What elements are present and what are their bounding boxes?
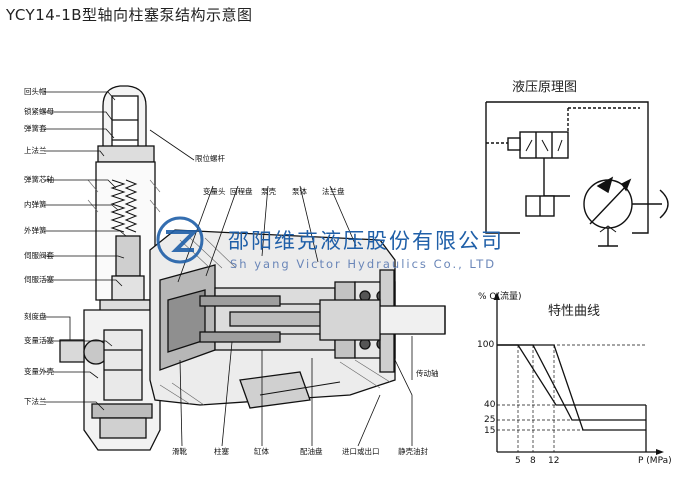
hydraulic-schematic	[485, 101, 669, 247]
label-limit-screw: 限位螺杆	[195, 154, 225, 163]
label-inlet-outlet: 进口或出口	[342, 447, 380, 456]
curve-xtick-5: 5	[515, 456, 521, 466]
label-outer-spring: 外弹簧	[24, 226, 47, 235]
leader-lines-top	[149, 129, 357, 283]
label-pump-body: 泵体	[292, 187, 307, 196]
page-title: YCY14-1B型轴向柱塞泵结构示意图	[6, 6, 253, 24]
curve-ytick-40: 40	[484, 400, 496, 410]
pump-top-assembly	[95, 85, 156, 321]
label-slipper: 滑靴	[172, 447, 187, 456]
pump-body	[149, 229, 446, 409]
label-variable-piston: 变量活塞	[24, 336, 54, 345]
label-upper-flange: 上法兰	[24, 146, 47, 155]
label-shaft-seal: 静壳油封	[398, 447, 428, 456]
label-variable-head: 变量头	[203, 187, 226, 196]
curve-xtick-8: 8	[530, 456, 536, 466]
label-return-plate: 回程盘	[230, 187, 253, 196]
leader-lines-bottom	[179, 336, 413, 447]
curve-ytick-15: 15	[484, 426, 496, 436]
control-housing	[59, 309, 161, 451]
label-cap: 回头帽	[24, 87, 47, 96]
leader-lines-left	[44, 91, 127, 411]
label-variable-housing: 变量外壳	[24, 367, 54, 376]
characteristic-curve	[494, 292, 664, 455]
label-lock-nut: 锁紧螺母	[24, 107, 54, 116]
label-lower-flange: 下法兰	[24, 397, 47, 406]
label-valve-plate: 配油盘	[300, 447, 323, 456]
curve-xtick-12: 12	[548, 456, 560, 466]
label-spring-mandrel: 弹簧芯轴	[24, 175, 54, 184]
label-dial: 刻度盘	[24, 312, 47, 321]
curve-ytick-100: 100	[477, 340, 495, 350]
curve-title: 特性曲线	[548, 304, 601, 319]
label-plunger: 柱塞	[214, 447, 229, 456]
company-logo	[156, 216, 204, 264]
label-flange-plate: 法兰盘	[322, 187, 345, 196]
label-pump-shell: 泵壳	[261, 187, 276, 196]
label-drive-shaft: 传动轴	[416, 369, 439, 378]
schematic-title: 液压原理图	[512, 80, 578, 95]
hatching	[87, 179, 391, 406]
label-cylinder: 缸体	[254, 447, 269, 456]
curve-ytick-25: 25	[484, 415, 496, 425]
curve-ylabel: % Q(流量)	[478, 292, 522, 302]
watermark-company-cn: 邵阳维克液压股份有限公司	[228, 229, 504, 253]
label-servo-piston: 伺服活塞	[24, 275, 54, 284]
label-servo-valve-sleeve: 伺服阀套	[24, 251, 54, 260]
watermark-company-en: Sh yang Victor Hydraulics Co., LTD	[230, 257, 497, 271]
label-spring-sleeve: 弹簧套	[24, 124, 47, 133]
label-inner-spring: 内弹簧	[24, 200, 47, 209]
curve-xlabel: P (MPa)	[638, 456, 672, 466]
